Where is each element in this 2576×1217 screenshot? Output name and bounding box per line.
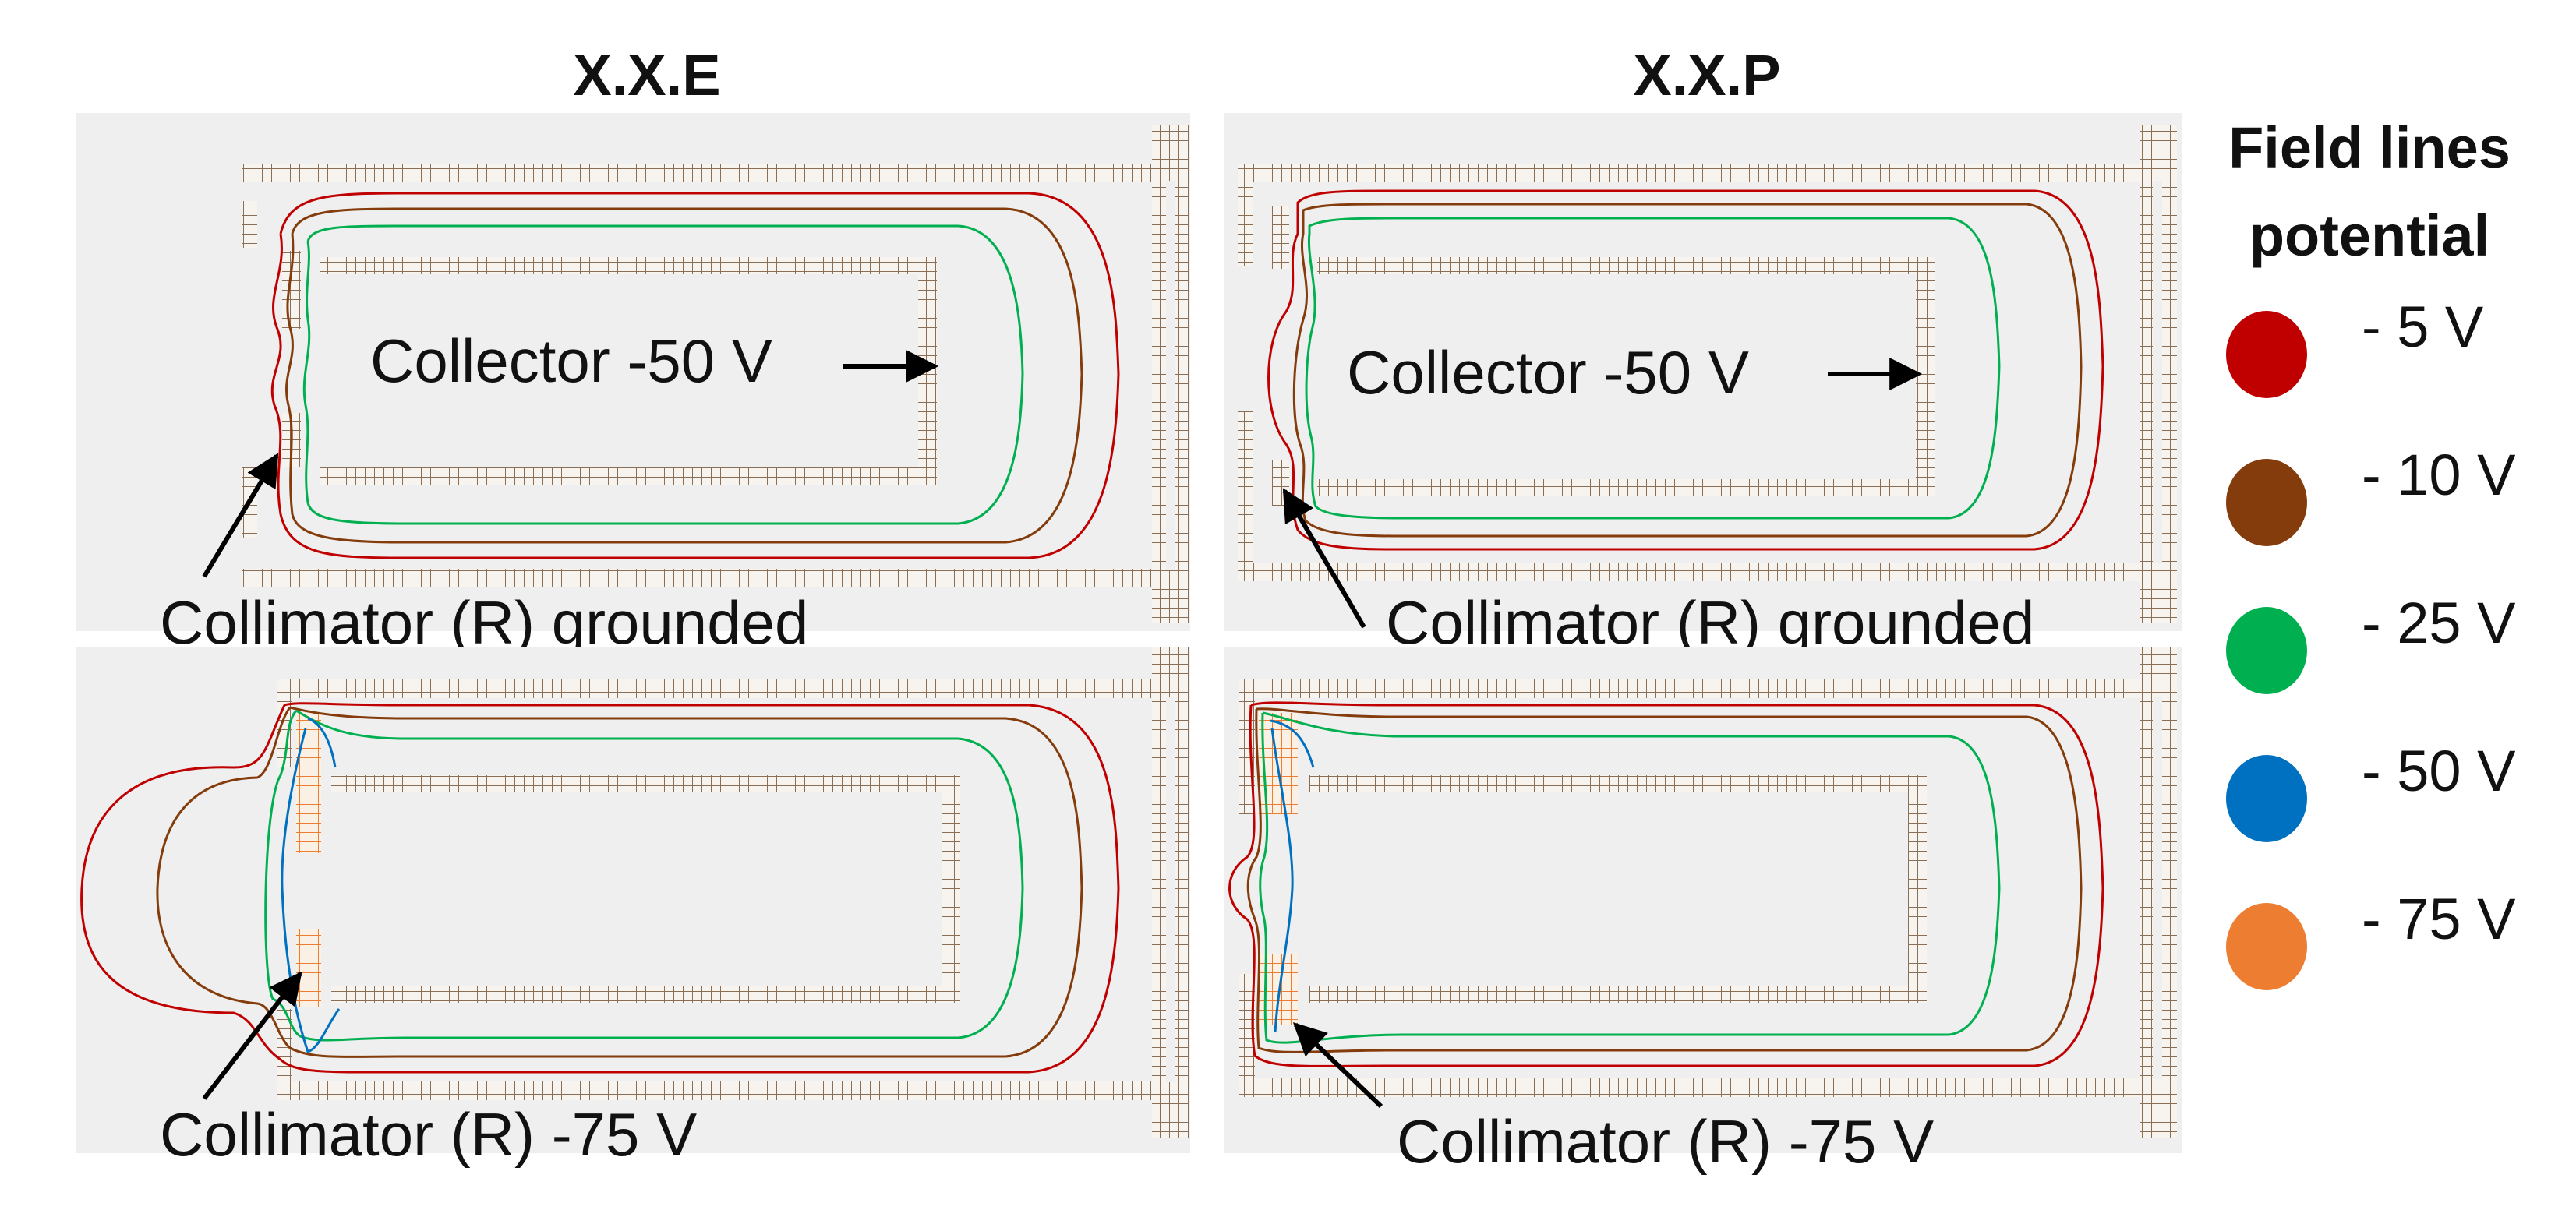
panel-background xyxy=(76,647,1190,1153)
outer-electrode-top xyxy=(1239,679,2175,698)
legend-swatch-5 xyxy=(2226,903,2307,990)
collimator-lower xyxy=(1239,974,1255,1078)
collector-bottom xyxy=(1309,986,1925,1003)
outer-electrode-top xyxy=(1238,164,2173,182)
collimator-label: Collimator (R) grounded xyxy=(1386,588,2034,657)
panel-xxp-biased: Collimator (R) -75 V xyxy=(1224,647,2182,1176)
collector-right xyxy=(1916,257,1935,496)
legend-label-1: - 5 V xyxy=(2362,295,2484,359)
legend: Field lines potential - 5 V - 10 V - 25 V -… xyxy=(2226,115,2516,990)
collimator-label: Collimator (R) -75 V xyxy=(1397,1107,1934,1176)
collector-label: Collector -50 V xyxy=(370,326,772,395)
collector-right xyxy=(942,775,960,1003)
collimator-arrow xyxy=(202,453,279,578)
collimator-lower-stub xyxy=(1272,460,1289,506)
collector-bottom xyxy=(331,986,959,1003)
outer-electrode-top xyxy=(242,164,1185,182)
field-line-10v xyxy=(1292,203,2083,538)
field-line-5v xyxy=(1228,701,2104,1067)
field-line-25v xyxy=(264,709,1024,1042)
collimator-arrow xyxy=(1292,1022,1383,1109)
collimator-upper xyxy=(1238,181,1253,266)
legend-label-2: - 10 V xyxy=(2362,443,2516,507)
outer-electrode-bottom xyxy=(277,1081,1189,1100)
legend-swatch-4 xyxy=(2226,755,2307,842)
collimator-upper-stub xyxy=(1272,206,1289,269)
column-title-xxe: X.X.E xyxy=(573,43,720,108)
legend-label-5: - 75 V xyxy=(2362,887,2516,951)
outer-electrode-bottom xyxy=(242,569,1185,587)
field-line-25v xyxy=(302,224,1024,525)
collimator-lower xyxy=(1238,411,1253,563)
collimator-label: Collimator (R) -75 V xyxy=(160,1100,697,1169)
collector-label: Collector -50 V xyxy=(1347,338,1749,407)
collector-right xyxy=(918,257,937,485)
collimator-upper-biased xyxy=(296,713,321,853)
field-line-50v xyxy=(281,717,341,1053)
field-line-10v xyxy=(1246,707,2083,1053)
panel-background xyxy=(76,113,1190,631)
legend-title-line2: potential xyxy=(2249,203,2489,268)
collector-bottom xyxy=(1317,479,1933,496)
field-line-5v xyxy=(1267,189,2104,551)
outer-electrode-bottom xyxy=(1238,563,2173,581)
collector-bottom xyxy=(320,467,935,485)
field-line-5v xyxy=(270,192,1120,559)
collector-top xyxy=(320,257,935,274)
collector-top xyxy=(1317,257,1933,274)
field-line-25v xyxy=(1259,711,2001,1044)
panel-background xyxy=(1224,113,2182,631)
outer-electrode-top xyxy=(277,679,1189,698)
field-line-25v xyxy=(1305,217,2001,520)
legend-swatch-3 xyxy=(2226,607,2307,694)
collimator-label: Collimator (R) grounded xyxy=(160,588,808,657)
field-line-10v xyxy=(284,207,1083,544)
collector-top xyxy=(331,775,959,792)
panel-xxp-grounded: Collector -50 V Collimator (R) grounded xyxy=(1224,113,2182,657)
collimator-arrow xyxy=(202,971,302,1100)
panel-background xyxy=(1224,647,2182,1153)
legend-swatch-2 xyxy=(2226,459,2307,546)
field-line-5v xyxy=(80,702,1120,1074)
legend-swatch-1 xyxy=(2226,311,2307,398)
panel-xxe-grounded: Collector -50 V Collimator (R) grounded xyxy=(76,113,1190,657)
field-line-50v xyxy=(1270,719,1315,1033)
legend-title-line1: Field lines xyxy=(2228,115,2511,180)
collimator-lower-biased xyxy=(296,929,321,1007)
legend-label-4: - 50 V xyxy=(2362,739,2516,803)
field-line-10v xyxy=(156,706,1083,1058)
collector-top xyxy=(1309,775,1925,792)
collimator-lower xyxy=(277,1009,292,1081)
collector-right xyxy=(1908,775,1927,1003)
outer-electrode-bottom xyxy=(1239,1078,2175,1097)
panel-xxe-biased: Collimator (R) -75 V xyxy=(76,647,1190,1169)
collimator-upper xyxy=(242,201,257,248)
collimator-arrow xyxy=(1282,488,1366,629)
legend-label-3: - 25 V xyxy=(2362,591,2516,655)
column-title-xxp: X.X.P xyxy=(1633,43,1780,108)
